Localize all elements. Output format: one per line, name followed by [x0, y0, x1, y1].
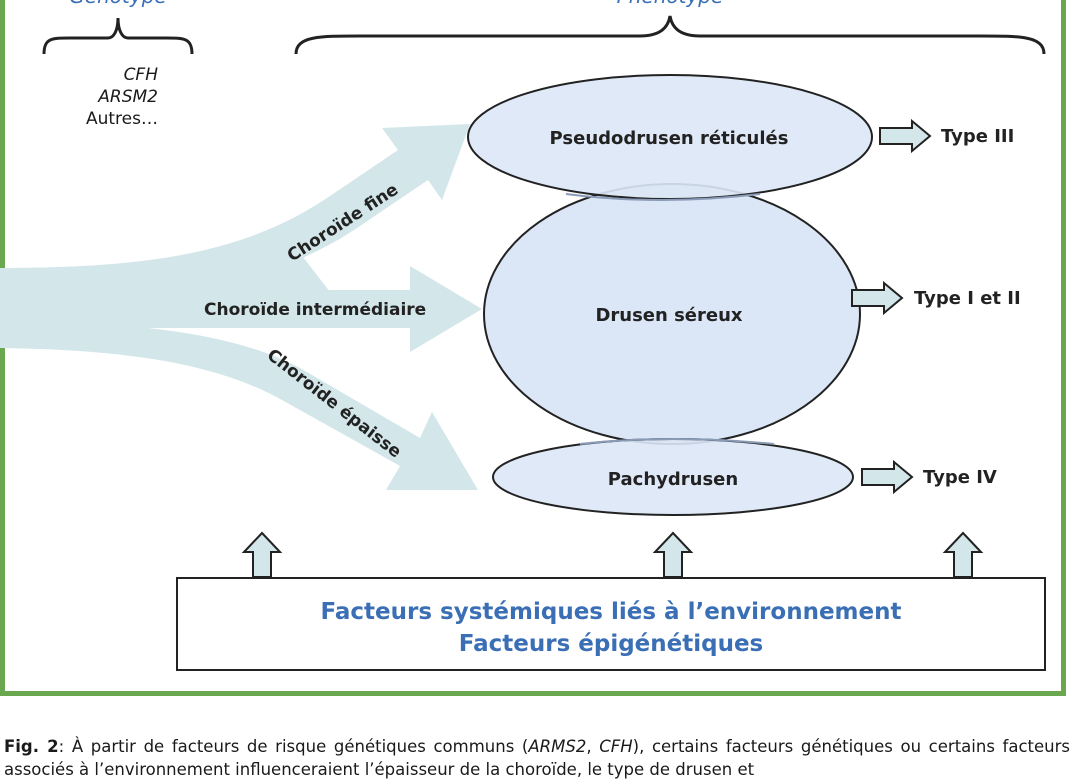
overlap-lower	[579, 438, 775, 445]
arrow-thick	[0, 320, 478, 490]
systemic-factors-box: Facteurs systémiques liés à l’environnem…	[176, 577, 1046, 671]
caption-gene2: CFH	[599, 737, 633, 756]
systemic-line2: Facteurs épigénétiques	[458, 631, 764, 657]
up-arrow-left	[241, 531, 283, 578]
caption-gene1: ARMS2	[528, 737, 587, 756]
arrow-to-type4	[861, 459, 914, 495]
phenotype-brace	[294, 15, 1046, 55]
caption-sep: ,	[586, 737, 600, 756]
overlap-upper	[565, 193, 761, 201]
figure-caption: Fig. 2: À partir de facteurs de risque g…	[4, 735, 1070, 781]
up-arrow-center	[652, 531, 694, 578]
gene-arsm2: ARSM2	[98, 87, 158, 107]
label-choroid-thick: Choroïde épaisse	[263, 345, 405, 462]
label-serous-drusen: Drusen séreux	[595, 305, 742, 326]
label-type3: Type III	[941, 126, 1014, 147]
genotype-brace	[42, 17, 194, 55]
label-choroid-intermediate: Choroïde intermédiaire	[204, 300, 426, 320]
gene-cfh: CFH	[123, 65, 158, 85]
arrow-to-type12	[851, 280, 904, 316]
label-reticular-pseudodrusen: Pseudodrusen réticulés	[550, 128, 789, 149]
gene-others: Autres…	[85, 109, 158, 129]
choroid-flow	[0, 124, 482, 490]
up-arrow-right	[942, 531, 984, 578]
caption-label: Fig. 2	[4, 737, 59, 756]
arrow-to-type3	[879, 118, 932, 154]
phenotype-heading: Phénotype	[617, 0, 724, 8]
arrow-intermediate	[0, 266, 482, 352]
genetic-factors-list: CFH ARSM2 Autres…	[40, 64, 158, 130]
systemic-line1: Facteurs systémiques liés à l’environnem…	[320, 599, 902, 625]
caption-part1: : À partir de facteurs de risque génétiq…	[58, 737, 529, 756]
genotype-heading: Génotype	[69, 0, 166, 8]
label-pachydrusen: Pachydrusen	[608, 469, 738, 490]
label-type12: Type I et II	[914, 288, 1021, 309]
label-type4: Type IV	[923, 467, 997, 488]
